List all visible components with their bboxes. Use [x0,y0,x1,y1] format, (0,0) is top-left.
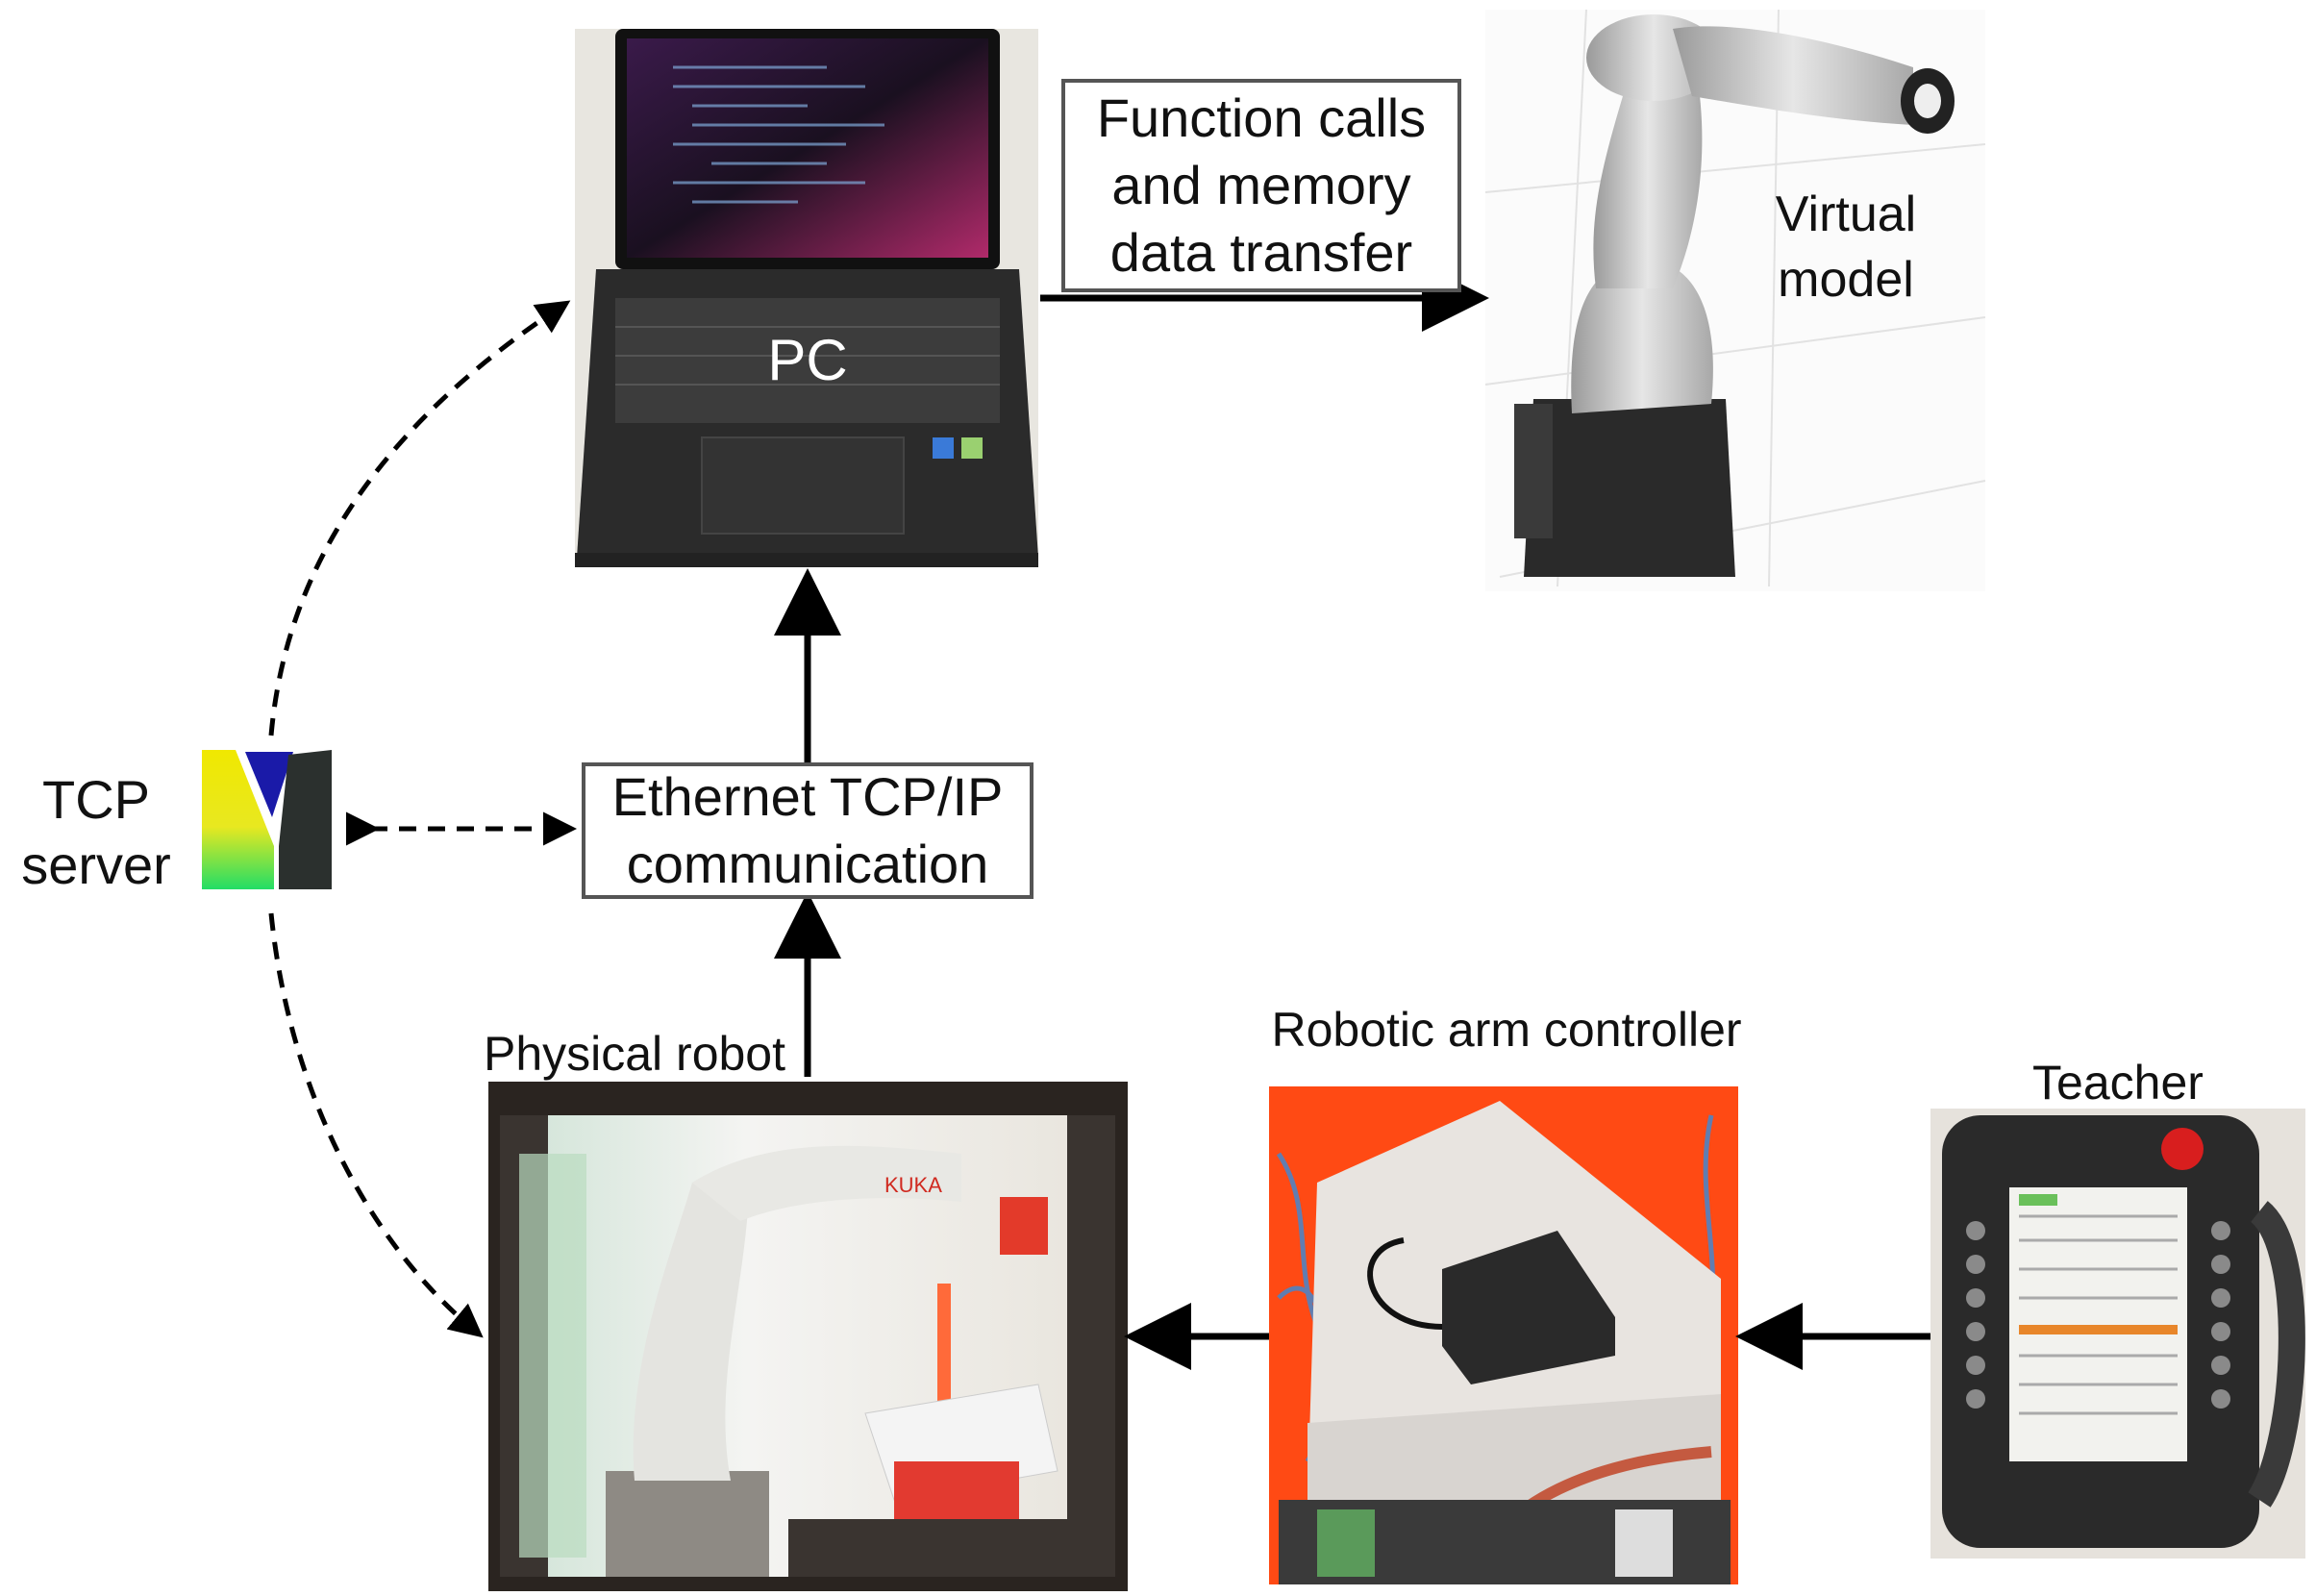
physical-robot-photo: KUKA [488,1082,1128,1591]
function-calls-line1: Function calls [1096,87,1427,148]
laptop-photo [575,29,1038,567]
controller-photo [1269,1086,1738,1584]
function-calls-box: Function calls and memory data transfer [1061,79,1461,292]
tcp-server-line1: TCP [42,769,150,830]
dashed-arrow-tcp-to-robot [268,912,484,1338]
arrows-dashed [268,300,577,1338]
ethernet-line2: communication [626,834,989,894]
function-calls-line2: and memory [1111,155,1411,215]
svg-text:KUKA: KUKA [884,1173,942,1197]
dashed-arrow-tcp-to-pc [268,300,571,736]
controller-label: Robotic arm controller [1271,1003,1741,1057]
virtual-model-label-line1: Virtual [1776,187,1916,242]
ethernet-box: Ethernet TCP/IP communication [582,762,1033,899]
physical-robot-label: Physical robot [484,1027,785,1081]
virtual-model-label-line2: model [1778,252,1914,308]
arrows-solid [774,264,1930,1370]
pc-label: PC [767,328,847,392]
tcp-server-line2: server [21,835,171,895]
teach-pendant-photo [1930,1109,2305,1559]
function-calls-line3: data transfer [1109,222,1413,283]
ethernet-line1: Ethernet TCP/IP [611,766,1004,827]
tcp-server-label: TCP server [14,767,178,898]
teacher-label: Teacher [2032,1056,2204,1110]
virtual-robot-model [1484,9,1986,591]
tcp-server-logo [202,750,332,889]
